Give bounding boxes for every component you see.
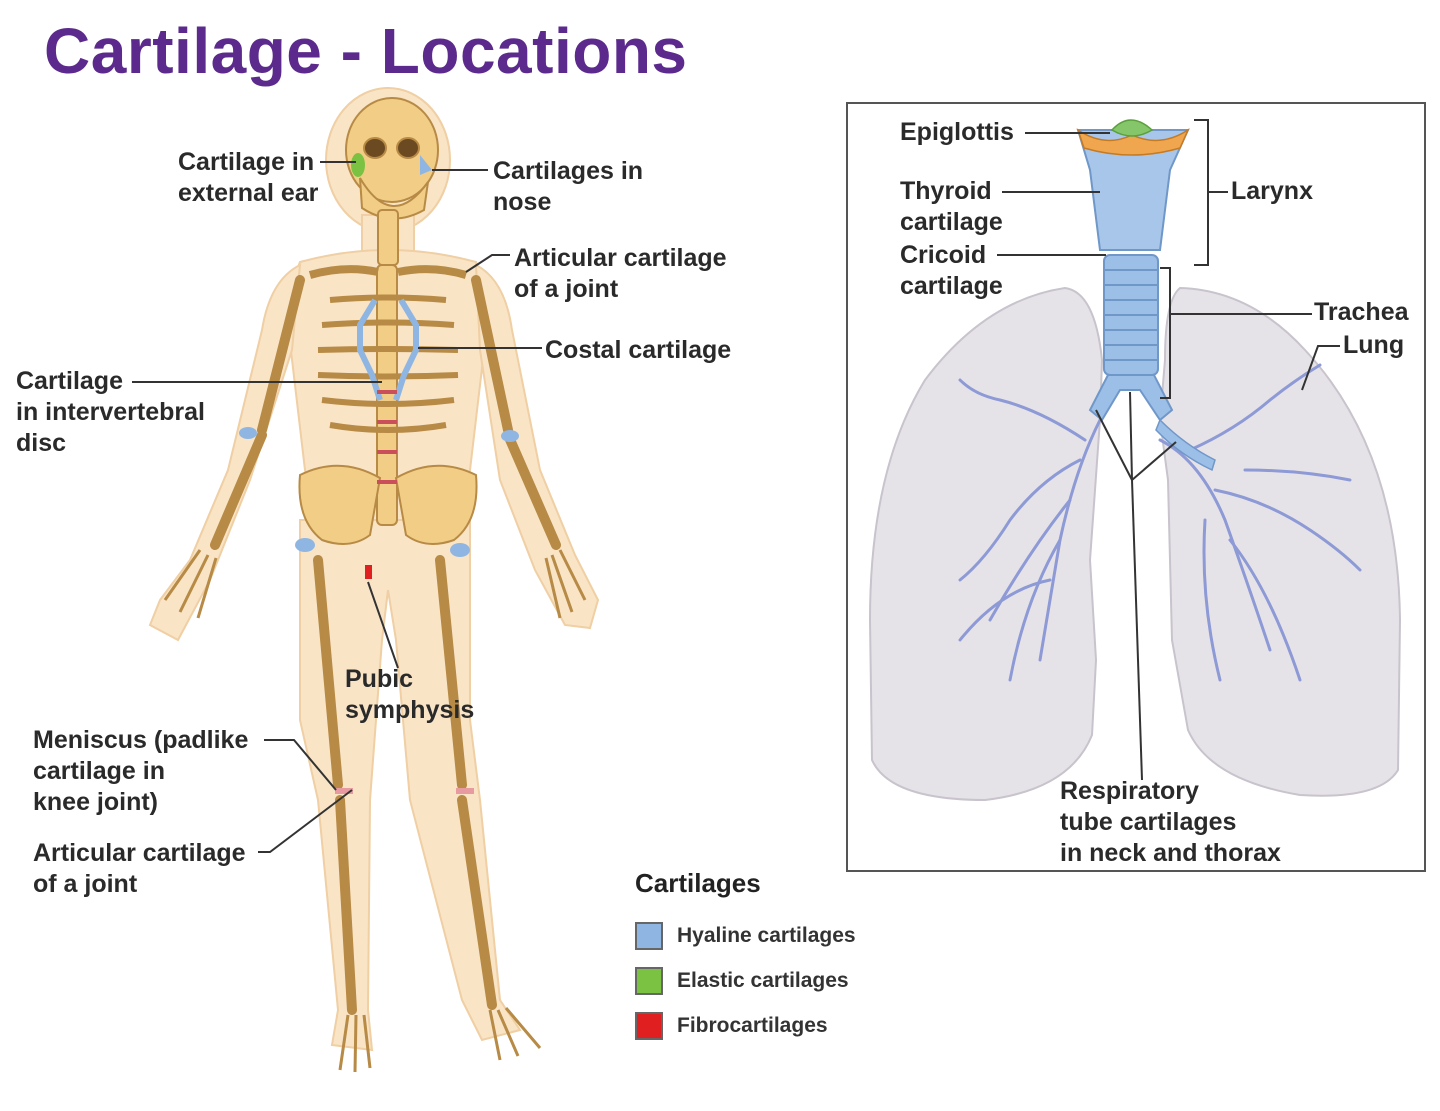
- skeleton: [163, 97, 587, 1073]
- page-title: Cartilage - Locations: [44, 15, 688, 87]
- larynx-trachea: [1076, 119, 1216, 472]
- right-lung: [1158, 286, 1402, 797]
- ear-elastic-cartilage: [351, 153, 365, 177]
- legend-label-hyaline: Hyaline cartilages: [677, 923, 856, 947]
- legend-title: Cartilages: [635, 868, 761, 898]
- legend-swatch-fibro: [635, 1011, 663, 1040]
- legend-item-fibro: Fibrocartilages: [635, 1003, 856, 1048]
- label-epiglottis: Epiglottis: [900, 118, 1014, 146]
- body-leader-lines: [132, 161, 542, 853]
- respiratory-inset-frame: [846, 102, 1426, 872]
- label-costal-cartilage: Costal cartilage: [545, 336, 732, 364]
- pubic-fibrocartilage: [365, 565, 372, 579]
- legend-item-hyaline: Hyaline cartilages: [635, 913, 856, 958]
- label-trachea: Trachea: [1314, 298, 1409, 326]
- legend-swatch-hyaline: [635, 921, 663, 950]
- legend-item-elastic: Elastic cartilages: [635, 958, 856, 1003]
- respiratory-leader-lines: [997, 119, 1340, 781]
- nose-hyaline-cartilage: [420, 155, 432, 175]
- label-larynx: Larynx: [1231, 177, 1313, 205]
- legend-swatch-elastic: [635, 966, 663, 995]
- body-cartilage-highlights: [239, 153, 519, 794]
- body-silhouette: [148, 87, 600, 1052]
- legend-label-elastic: Elastic cartilages: [677, 968, 849, 992]
- bronchial-tree: [958, 363, 1362, 682]
- label-lung: Lung: [1343, 331, 1405, 359]
- legend: Cartilages Hyaline cartilages Elastic ca…: [635, 868, 856, 1048]
- legend-label-fibro: Fibrocartilages: [677, 1013, 828, 1037]
